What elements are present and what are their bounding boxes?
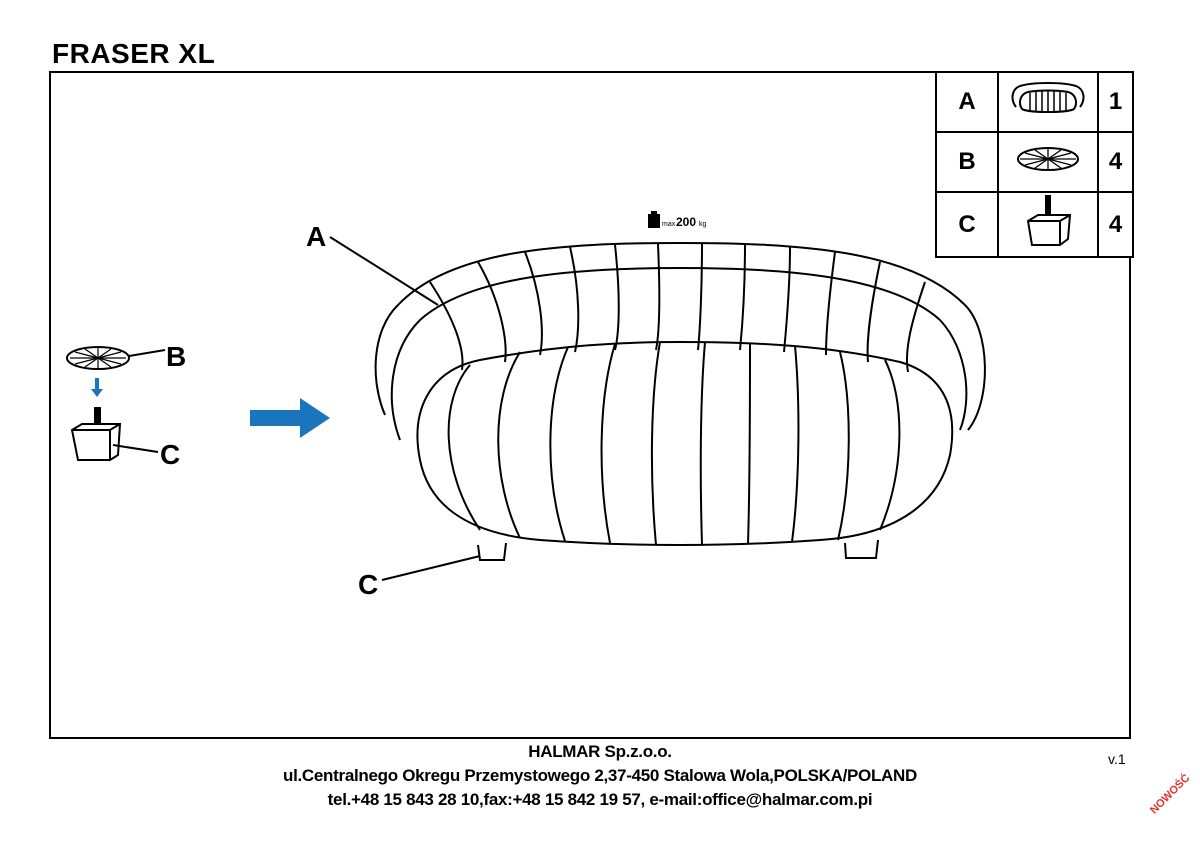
footer-company: HALMAR Sp.z.o.o. [528, 742, 672, 761]
label-b: B [166, 341, 186, 372]
leg-detail-icon [70, 407, 122, 461]
parts-table: A 1 B [935, 71, 1134, 258]
load-unit: kg [699, 221, 707, 228]
label-c-main: C [358, 569, 378, 600]
label-c-left: C [160, 439, 180, 470]
part-letter: A [935, 71, 999, 133]
label-a: A [306, 221, 326, 252]
part-letter: B [935, 131, 999, 193]
sofa-drawing [374, 241, 986, 561]
leg-icon [1026, 195, 1072, 246]
parts-row-a: A 1 [935, 71, 1134, 133]
load-prefix: max [662, 221, 676, 228]
document-title: FRASER XL [52, 38, 216, 69]
weight-icon [648, 211, 660, 228]
parts-row-b: B 4 [935, 131, 1134, 193]
direction-arrow-icon [250, 398, 330, 438]
down-arrow-icon [91, 378, 103, 397]
part-qty: 4 [1097, 191, 1134, 258]
sofa-icon [1011, 81, 1085, 113]
version-label: v.1 [1108, 751, 1126, 767]
load-value: 200 [676, 215, 696, 229]
footer-address: ul.Centralnego Okregu Przemystowego 2,37… [283, 766, 917, 785]
drawing-frame [49, 71, 1131, 739]
part-qty: 1 [1097, 71, 1134, 133]
felt-pad-detail-icon [66, 346, 130, 370]
part-qty: 4 [1097, 131, 1134, 193]
felt-pad-icon [1017, 146, 1079, 171]
footer-contact: tel.+48 15 843 28 10,fax:+48 15 842 19 5… [327, 790, 873, 809]
parts-row-c: C 4 [935, 191, 1134, 258]
part-letter: C [935, 191, 999, 258]
